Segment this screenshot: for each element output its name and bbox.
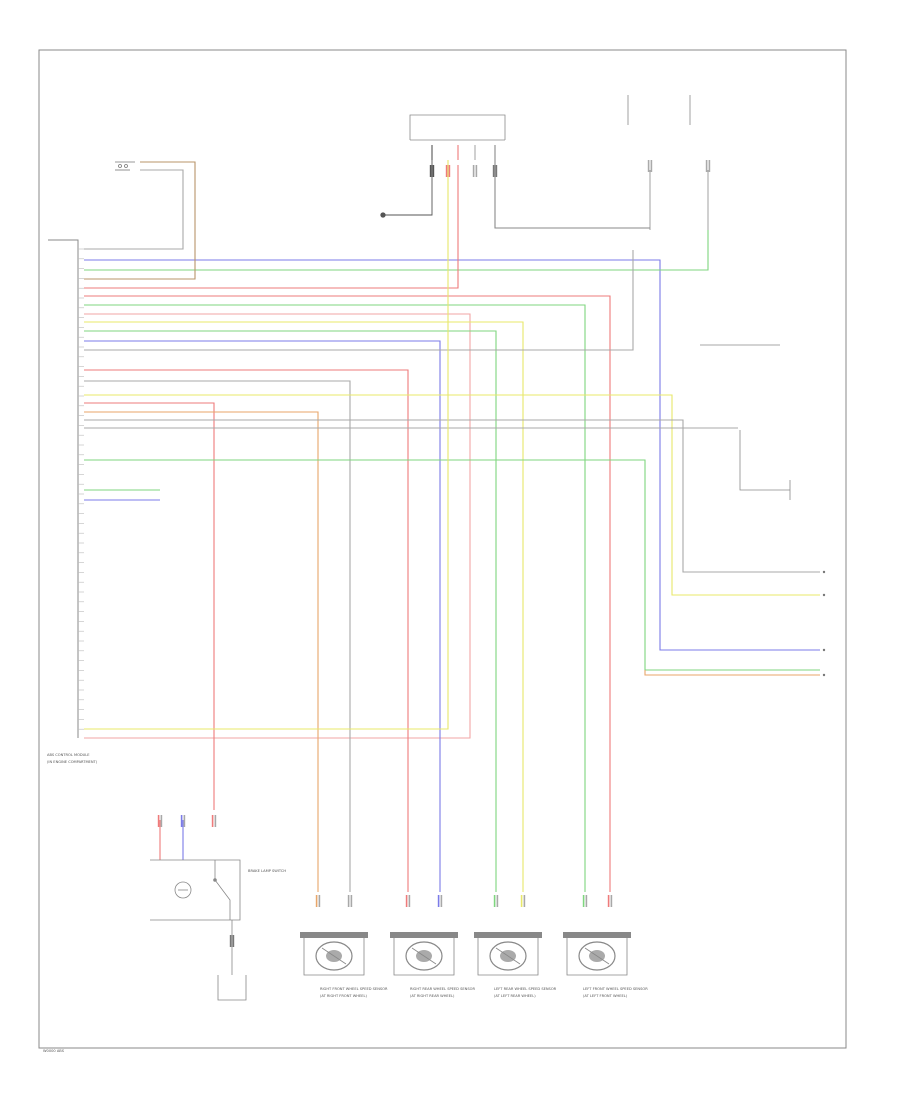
top-right-connectors bbox=[627, 95, 709, 230]
connector-pin bbox=[445, 165, 451, 177]
connector-pin bbox=[180, 815, 186, 827]
connector-pin bbox=[705, 160, 711, 172]
connector-pin bbox=[429, 165, 435, 177]
wire-pink-pump bbox=[84, 313, 471, 739]
wire-green-ignition bbox=[84, 230, 709, 271]
wire-orange-term bbox=[644, 670, 820, 676]
wire-power-feed bbox=[84, 169, 184, 250]
brake-lamp-switch-block bbox=[150, 859, 247, 1001]
sensor-location: (AT RIGHT FRONT WHEEL) bbox=[320, 994, 368, 998]
wires bbox=[84, 145, 820, 947]
wheel-speed-sensor-rr-sensor: RIGHT REAR WHEEL SPEED SENSOR (AT RIGHT R… bbox=[390, 932, 475, 998]
wire-orange-rf bbox=[84, 411, 319, 892]
sensor-location: (AT LEFT REAR WHEEL) bbox=[494, 994, 536, 998]
terminal-point bbox=[822, 570, 826, 574]
wire-red-pump bbox=[84, 165, 459, 289]
wire-red-brake bbox=[84, 402, 215, 810]
abs-module-note: (IN ENGINE COMPARTMENT) bbox=[47, 760, 98, 764]
connector-pin bbox=[607, 895, 613, 907]
module-pin-labels bbox=[78, 248, 84, 730]
wire-green-lr bbox=[84, 330, 497, 892]
diagram-footer: W0000 ABS bbox=[43, 1049, 65, 1053]
connector-pin bbox=[229, 935, 235, 947]
diagram-frame bbox=[38, 49, 847, 1049]
wheel-speed-sensor-lf-sensor: LEFT FRONT WHEEL SPEED SENSOR (AT LEFT FR… bbox=[563, 932, 648, 998]
connector-pin bbox=[492, 165, 498, 177]
connector-pin bbox=[493, 895, 499, 907]
wire-yellow-term bbox=[84, 394, 820, 596]
connector-pin bbox=[472, 165, 478, 177]
hydraulic-unit bbox=[409, 114, 506, 141]
connector-pin bbox=[347, 895, 353, 907]
wire-blue-rr bbox=[84, 340, 441, 892]
hydraulic-unit-ground bbox=[380, 160, 433, 218]
wire-blue-rear bbox=[84, 259, 820, 651]
connector-pin bbox=[520, 895, 526, 907]
wire-yellow-lr bbox=[84, 321, 524, 892]
sensor-name: RIGHT REAR WHEEL SPEED SENSOR bbox=[410, 987, 475, 991]
connector-pin bbox=[315, 895, 321, 907]
connector-pin bbox=[647, 160, 653, 172]
right-terminals bbox=[822, 570, 826, 677]
sensor-name: LEFT REAR WHEEL SPEED SENSOR bbox=[494, 987, 557, 991]
wire-red-rr bbox=[84, 369, 409, 892]
wire-green-term bbox=[84, 459, 820, 671]
sensor-name: LEFT FRONT WHEEL SPEED SENSOR bbox=[583, 987, 648, 991]
abs-module-connector: ABS CONTROL MODULE (IN ENGINE COMPARTMEN… bbox=[47, 239, 98, 764]
connector-pin bbox=[582, 895, 588, 907]
wheel-speed-sensor-rf-sensor: RIGHT FRONT WHEEL SPEED SENSOR (AT RIGHT … bbox=[300, 932, 388, 998]
terminal-point bbox=[822, 648, 826, 652]
wheel-speed-sensor-lr-sensor: LEFT REAR WHEEL SPEED SENSOR (AT LEFT REA… bbox=[474, 932, 557, 998]
wire-gray-rf bbox=[84, 380, 351, 892]
sensor-location: (AT LEFT FRONT WHEEL) bbox=[583, 994, 628, 998]
connector-pin bbox=[211, 815, 217, 827]
wire-gray-term bbox=[84, 419, 820, 573]
wire-brown-fuse bbox=[84, 161, 196, 280]
connector-pin bbox=[437, 895, 443, 907]
connector-pin bbox=[157, 815, 163, 827]
wire-gray-relay bbox=[84, 250, 634, 351]
sensor-name: RIGHT FRONT WHEEL SPEED SENSOR bbox=[320, 987, 388, 991]
connector-pin bbox=[405, 895, 411, 907]
terminal-point bbox=[822, 673, 826, 677]
hu-drop bbox=[494, 145, 650, 229]
terminal-point bbox=[822, 593, 826, 597]
brake-lamp-switch-label: BRAKE LAMP SWITCH bbox=[248, 869, 286, 873]
sensor-location: (AT RIGHT REAR WHEEL) bbox=[410, 994, 455, 998]
right-side-modules bbox=[700, 344, 791, 500]
ignition-switch-symbol bbox=[115, 161, 135, 171]
wire-yellow-lamp bbox=[84, 160, 449, 730]
abs-module-label: ABS CONTROL MODULE bbox=[47, 753, 90, 757]
wire-red-lf-sensor bbox=[84, 295, 611, 892]
wire-green-lf bbox=[84, 304, 586, 892]
wheel-speed-sensors: RIGHT FRONT WHEEL SPEED SENSOR (AT RIGHT … bbox=[300, 932, 648, 998]
